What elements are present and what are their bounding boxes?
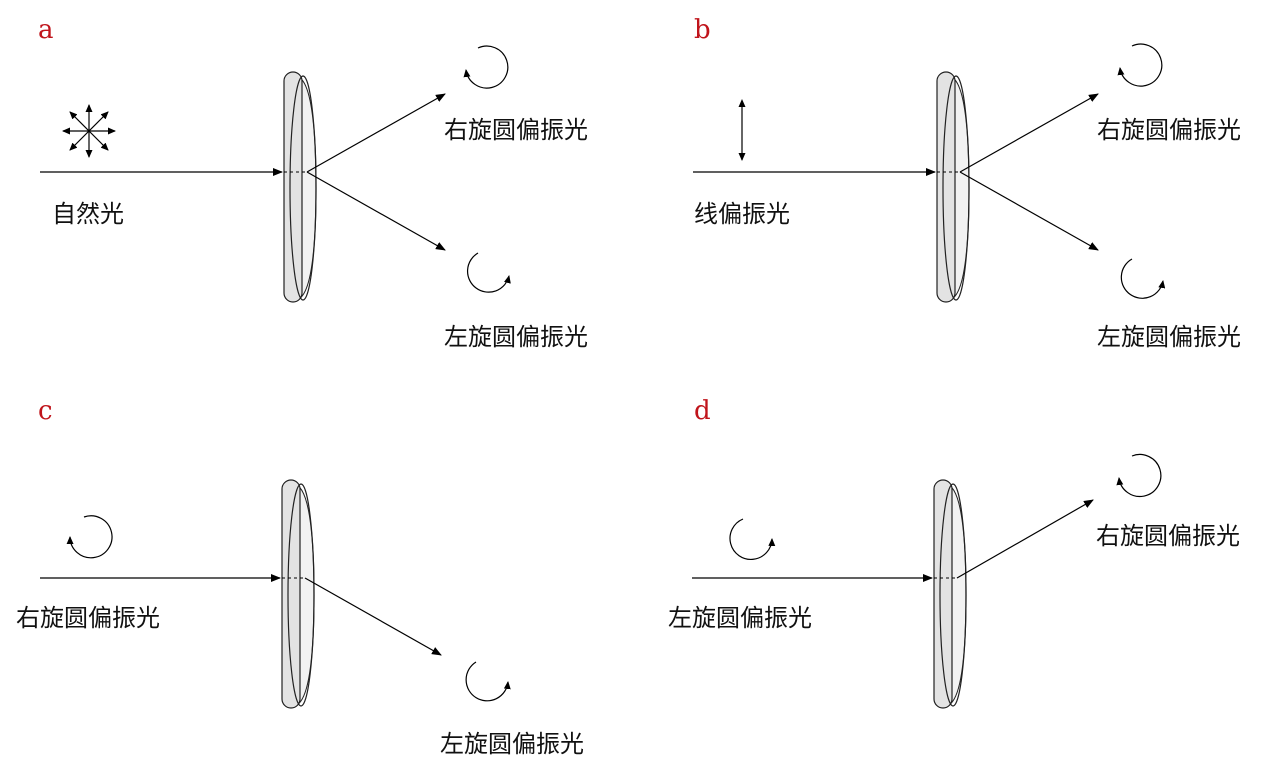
input-label: 左旋圆偏振光 — [668, 604, 812, 632]
plate — [283, 71, 317, 303]
input-label: 右旋圆偏振光 — [16, 604, 160, 632]
panel-b: b 线偏振光 右旋圆偏振光 左旋圆偏振光 — [693, 15, 1241, 351]
circular-arrow-icon — [465, 661, 511, 702]
output-ray-down — [306, 171, 446, 251]
circular-arrow-icon — [463, 45, 509, 89]
output-ray-down — [959, 171, 1099, 251]
input-label: 自然光 — [52, 200, 124, 228]
output-label-up: 右旋圆偏振光 — [444, 116, 588, 144]
plate — [281, 479, 315, 709]
output-label-down: 左旋圆偏振光 — [1097, 323, 1241, 351]
output-ray-up — [956, 499, 1094, 579]
input-label: 线偏振光 — [694, 200, 790, 228]
circular-arrow-icon — [66, 515, 113, 559]
circular-arrow-icon — [1117, 43, 1163, 87]
output-label-down: 左旋圆偏振光 — [444, 323, 588, 351]
plate — [936, 71, 970, 303]
output-label-down: 左旋圆偏振光 — [440, 730, 584, 758]
panel-letter-c: c — [38, 396, 53, 426]
output-ray-up — [306, 93, 446, 173]
output-label-up: 右旋圆偏振光 — [1096, 522, 1240, 550]
panel-c: c 右旋圆偏振光 左旋圆偏振光 — [16, 396, 584, 758]
starburst-arrows-icon — [62, 104, 116, 158]
panel-d: d 左旋圆偏振光 右旋圆偏振光 — [668, 396, 1240, 709]
output-label-up: 右旋圆偏振光 — [1097, 116, 1241, 144]
panel-letter-b: b — [694, 15, 711, 45]
panel-letter-d: d — [694, 396, 711, 426]
output-ray-up — [959, 93, 1099, 173]
circular-arrow-icon — [466, 252, 511, 293]
output-ray-down — [304, 577, 442, 656]
circular-arrow-icon — [1116, 453, 1162, 498]
panel-a: a 自然光 右旋圆偏振光 左旋圆偏振光 — [38, 15, 588, 351]
circular-arrow-icon — [729, 518, 776, 560]
circular-arrow-icon — [1120, 258, 1166, 299]
plate — [933, 479, 967, 709]
panel-letter-a: a — [38, 15, 54, 45]
